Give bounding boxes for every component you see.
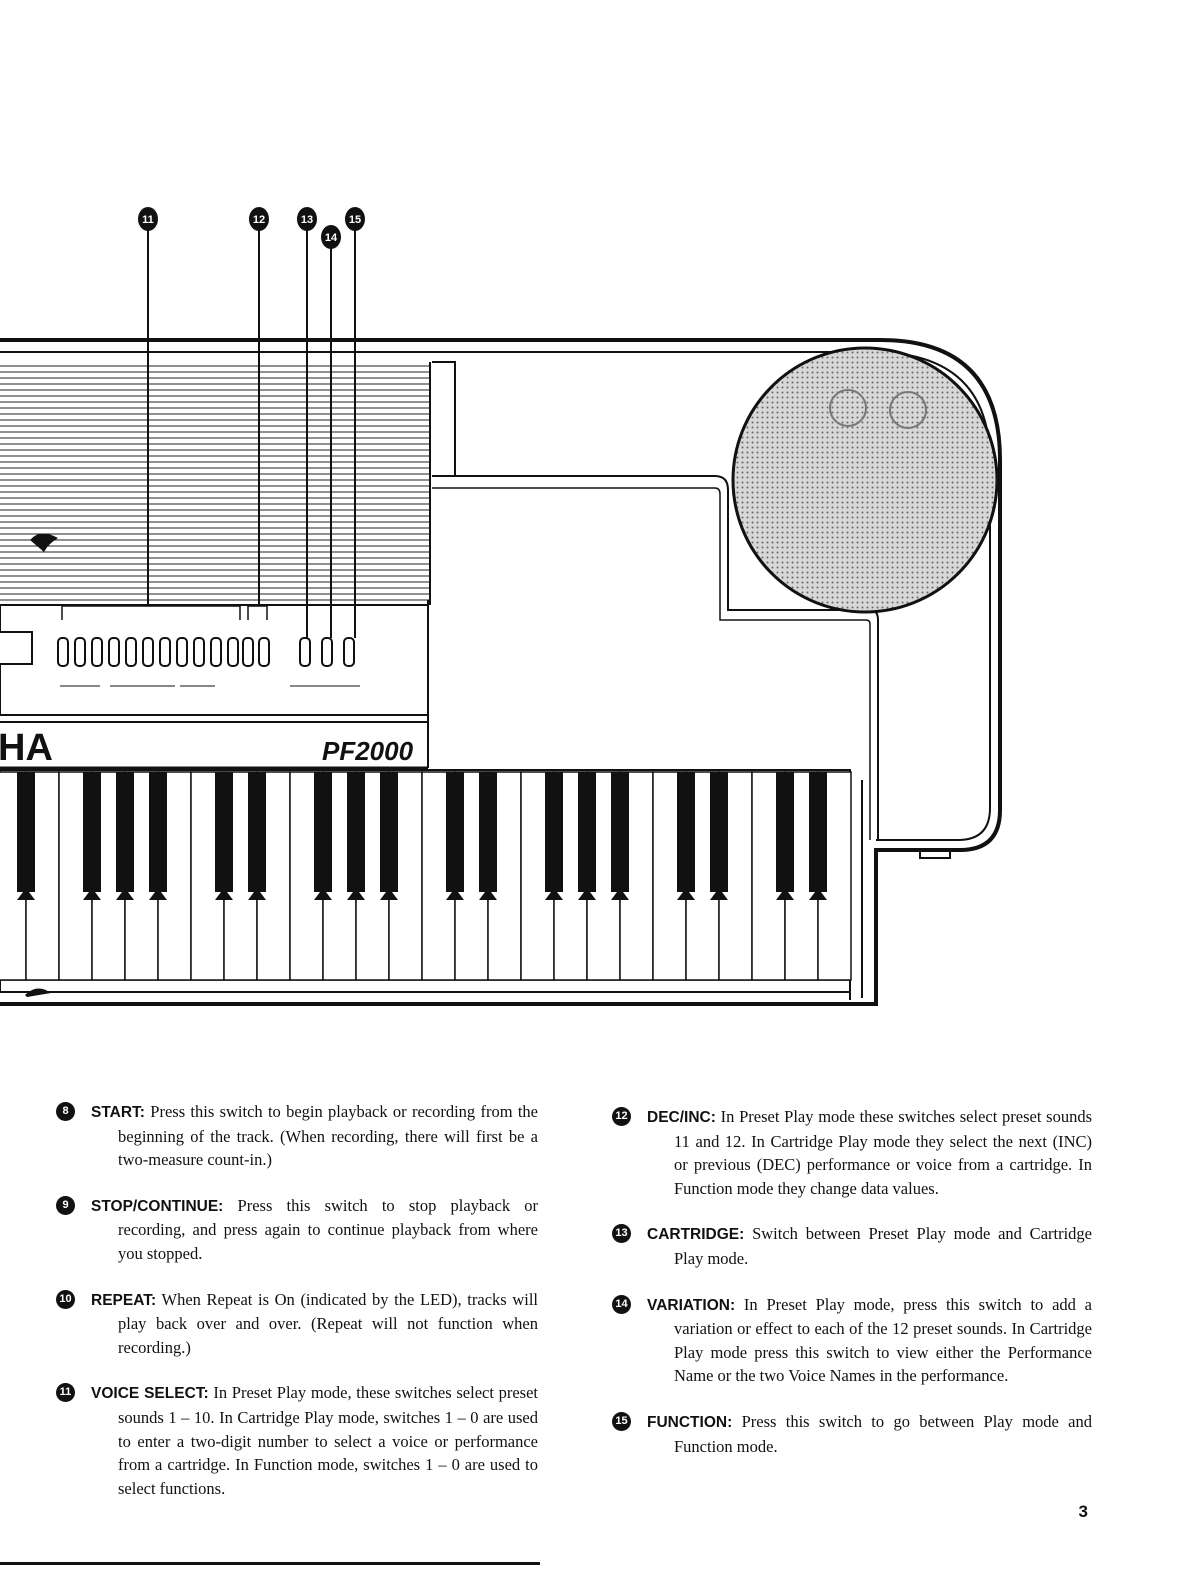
item-start: 8 START: Press this switch to begin play… — [56, 1100, 538, 1172]
black-key-bevel — [248, 888, 266, 900]
black-key — [215, 772, 233, 892]
item-dec-inc: 12 DEC/INC: In Preset Play mode these sw… — [612, 1105, 1092, 1200]
item-text: Press this switch to begin playback or r… — [118, 1102, 539, 1170]
callout-12-number: 12 — [253, 214, 265, 226]
keyboard-body-outline — [0, 338, 1002, 1006]
item-repeat: 10 REPEAT: When Repeat is On (indicated … — [56, 1288, 538, 1360]
item-voice-select: 11 VOICE SELECT: In Preset Play mode, th… — [56, 1381, 538, 1500]
brand-fragment: HA — [0, 727, 53, 769]
callout-11-badge — [138, 207, 158, 231]
black-key — [578, 772, 596, 892]
black-key-bevel — [215, 888, 233, 900]
item-text: When Repeat is On (indicated by the LED)… — [118, 1289, 539, 1357]
number-badge: 14 — [612, 1294, 631, 1314]
black-key-bevel — [578, 888, 596, 900]
black-key-bevel — [347, 888, 365, 900]
item-text: Switch between Preset Play mode and Cart… — [674, 1224, 1092, 1268]
item-text: Press this switch to go between Play mod… — [674, 1411, 1092, 1456]
black-key-bevel — [314, 888, 332, 900]
black-key-bevel — [83, 888, 101, 900]
black-key — [116, 772, 134, 892]
number-badge: 10 — [56, 1289, 75, 1309]
black-key-bevel — [776, 888, 794, 900]
item-text: In Preset Play mode, these switches sele… — [118, 1383, 538, 1498]
callout-13-badge — [297, 207, 317, 231]
black-key — [314, 772, 332, 892]
item-stop-continue: 9 STOP/CONTINUE: Press this switch to st… — [56, 1194, 538, 1266]
number-badge: 12 — [612, 1107, 631, 1126]
callout-13-number: 13 — [301, 214, 313, 226]
number-badge: 13 — [612, 1224, 631, 1244]
item-label: STOP/CONTINUE: — [91, 1197, 224, 1215]
black-key — [347, 772, 365, 892]
black-key — [677, 772, 695, 892]
item-function: 15 FUNCTION: Press this switch to go bet… — [612, 1410, 1092, 1458]
callout-15-number: 15 — [349, 214, 361, 226]
vent-slats — [0, 365, 430, 601]
black-key — [479, 772, 497, 892]
number-badge: 15 — [612, 1411, 631, 1431]
callout-badges: 11 12 13 14 15 — [138, 207, 365, 249]
item-text: In Preset Play mode these switches selec… — [674, 1107, 1093, 1198]
display-window — [0, 631, 33, 665]
black-key-bevel — [380, 888, 398, 900]
black-key-bevel — [17, 888, 35, 900]
callout-15-badge — [345, 207, 365, 231]
black-key-bevel — [710, 888, 728, 900]
item-text: In Preset Play mode, press this switch t… — [674, 1294, 1093, 1386]
item-label: START: — [91, 1104, 145, 1121]
item-cartridge: 13 CARTRIDGE: Switch between Preset Play… — [612, 1222, 1092, 1270]
item-label: DEC/INC: — [647, 1109, 716, 1126]
speaker-grille — [731, 346, 999, 614]
black-key — [17, 772, 35, 892]
black-key — [611, 772, 629, 892]
callout-12-badge — [249, 207, 269, 231]
bottom-rule — [0, 1562, 540, 1565]
black-key — [776, 772, 794, 892]
item-label: FUNCTION: — [647, 1413, 733, 1431]
number-badge: 11 — [56, 1383, 75, 1403]
item-variation: 14 VARIATION: In Preset Play mode, press… — [612, 1293, 1092, 1388]
black-key-bevel — [677, 888, 695, 900]
black-key — [809, 772, 827, 892]
page-number: 3 — [1078, 1502, 1088, 1521]
black-key — [545, 772, 563, 892]
black-key-bevel — [479, 888, 497, 900]
item-text: Press this switch to stop playback or re… — [118, 1195, 538, 1263]
black-key-bevel — [545, 888, 563, 900]
item-label: VARIATION: — [647, 1296, 736, 1314]
number-badge: 8 — [56, 1102, 75, 1121]
black-key-bevel — [809, 888, 827, 900]
black-key — [380, 772, 398, 892]
item-label: CARTRIDGE: — [647, 1226, 745, 1244]
black-keys — [17, 772, 827, 900]
keyboard-illustration: HA PF2000 11 12 13 14 15 — [0, 207, 1002, 1006]
number-badge: 9 — [56, 1195, 75, 1215]
panel-buttons — [57, 637, 355, 667]
item-label: VOICE SELECT: — [91, 1385, 209, 1403]
black-key-bevel — [116, 888, 134, 900]
black-key — [710, 772, 728, 892]
callout-14-badge — [321, 225, 341, 249]
black-key — [83, 772, 101, 892]
descriptions-right-column: 12 DEC/INC: In Preset Play mode these sw… — [612, 1105, 1092, 1480]
black-key — [446, 772, 464, 892]
black-key-bevel — [446, 888, 464, 900]
black-key-bevel — [611, 888, 629, 900]
model-label: PF2000 — [322, 736, 414, 766]
descriptions-left-column: 8 START: Press this switch to begin play… — [56, 1100, 538, 1522]
black-key — [248, 772, 266, 892]
black-key — [149, 772, 167, 892]
callout-11-number: 11 — [142, 214, 154, 226]
callout-14-number: 14 — [325, 232, 338, 244]
black-key-bevel — [149, 888, 167, 900]
item-label: REPEAT: — [91, 1291, 157, 1309]
